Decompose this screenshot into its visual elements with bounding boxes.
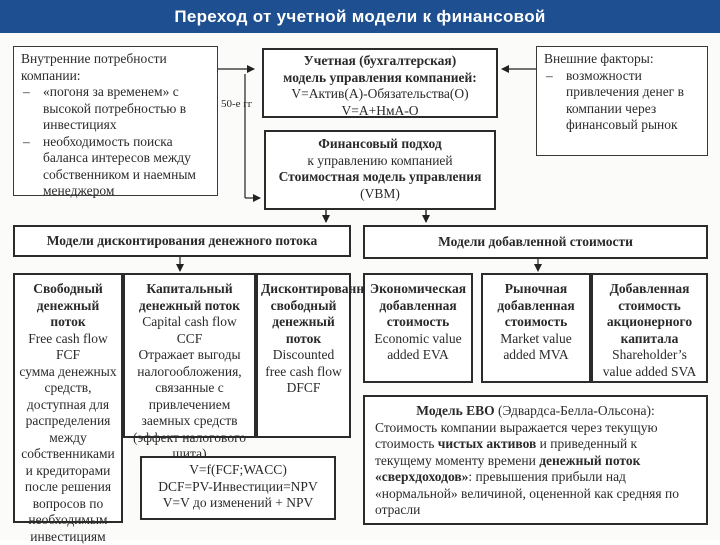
sva-line: value added SVA: [596, 364, 703, 381]
mva-box: Рыночная добавленная стоимость Market va…: [481, 273, 591, 383]
formulas-box: V=f(FCF;WACC) DCF=PV-Инвестиции=NPV V=V …: [140, 456, 336, 520]
period-label: 50-е гг: [221, 96, 252, 113]
mva-line: added MVA: [486, 347, 586, 364]
formula-line: V=V до изменений + NPV: [145, 495, 331, 512]
ccf-line: Отражает выгоды налогообложения, связанн…: [128, 347, 251, 463]
financial-approach-box: Финансовый подход к управлению компанией…: [264, 130, 496, 210]
ccf-line: CCF: [128, 331, 251, 348]
fcf-line: сумма денежных средств, доступная для ра…: [18, 364, 118, 545]
dfcf-title: Дисконтированный свободный денежный пото…: [261, 281, 346, 347]
slide-title: Переход от учетной модели к финансовой: [0, 0, 720, 33]
ebo-title-rest: (Эдвардса-Белла-Ольсона):: [495, 403, 655, 418]
internal-needs-box: Внутренние потребности компании: –«погон…: [13, 46, 218, 196]
sva-line: Shareholder’s: [596, 347, 703, 364]
financial-line4: (VBM): [270, 186, 490, 203]
financial-line2: к управлению компанией: [270, 153, 490, 170]
dcf-models-header: Модели дисконтирования денежного потока: [13, 225, 351, 257]
dfcf-line: DFCF: [261, 380, 346, 397]
ccf-box: Капитальный денежный поток Capital cash …: [123, 273, 256, 438]
mva-line: Market value: [486, 331, 586, 348]
ccf-line: Capital cash flow: [128, 314, 251, 331]
ebo-model-box: Модель ЕВО (Эдвардса-Белла-Ольсона): Сто…: [363, 395, 708, 525]
accounting-formula-1: V=Актив(А)-Обязательства(О): [268, 86, 492, 103]
eva-line: added EVA: [368, 347, 468, 364]
mva-title: Рыночная добавленная стоимость: [486, 281, 586, 331]
internal-need-item: –«погоня за временем» с высокой потребно…: [21, 84, 210, 134]
dfcf-line: Discounted free cash flow: [261, 347, 346, 380]
eva-box: Экономическая добавленная стоимость Econ…: [363, 273, 473, 383]
sva-title: Добавленная стоимость акционерного капит…: [596, 281, 703, 347]
internal-needs-heading: Внутренние потребности компании:: [21, 51, 210, 84]
ebo-description: Стоимость компании выражается через теку…: [375, 420, 696, 519]
fcf-line: Free cash flow: [18, 331, 118, 348]
accounting-model-box: Учетная (бухгалтерская) модель управлени…: [262, 48, 498, 118]
accounting-title-line1: Учетная (бухгалтерская): [268, 53, 492, 70]
ccf-title: Капитальный денежный поток: [128, 281, 251, 314]
sva-box: Добавленная стоимость акционерного капит…: [591, 273, 708, 383]
ebo-title: Модель ЕВО: [416, 403, 494, 418]
fcf-line: FCF: [18, 347, 118, 364]
accounting-formula-2: V=А+НмА-О: [268, 103, 492, 120]
external-factor-item: –возможности привлечения денег в компани…: [544, 68, 700, 134]
eva-line: Economic value: [368, 331, 468, 348]
formula-line: DCF=PV-Инвестиции=NPV: [145, 479, 331, 496]
accounting-title-line2: модель управления компанией:: [268, 70, 492, 87]
external-factors-heading: Внешние факторы:: [544, 51, 700, 68]
financial-line1: Финансовый подход: [270, 136, 490, 153]
dfcf-box: Дисконтированный свободный денежный пото…: [256, 273, 351, 438]
financial-line3: Стоимостная модель управления: [270, 169, 490, 186]
eva-title: Экономическая добавленная стоимость: [368, 281, 468, 331]
value-added-models-header: Модели добавленной стоимости: [363, 225, 708, 259]
ebo-heading: Модель ЕВО (Эдвардса-Белла-Ольсона):: [375, 403, 696, 420]
formula-line: V=f(FCF;WACC): [145, 462, 331, 479]
external-factors-box: Внешние факторы: –возможности привлечени…: [536, 46, 708, 156]
fcf-box: Свободный денежный поток Free cash flow …: [13, 273, 123, 523]
fcf-title: Свободный денежный поток: [18, 281, 118, 331]
internal-need-item: –необходимость поиска баланса интересов …: [21, 134, 210, 200]
